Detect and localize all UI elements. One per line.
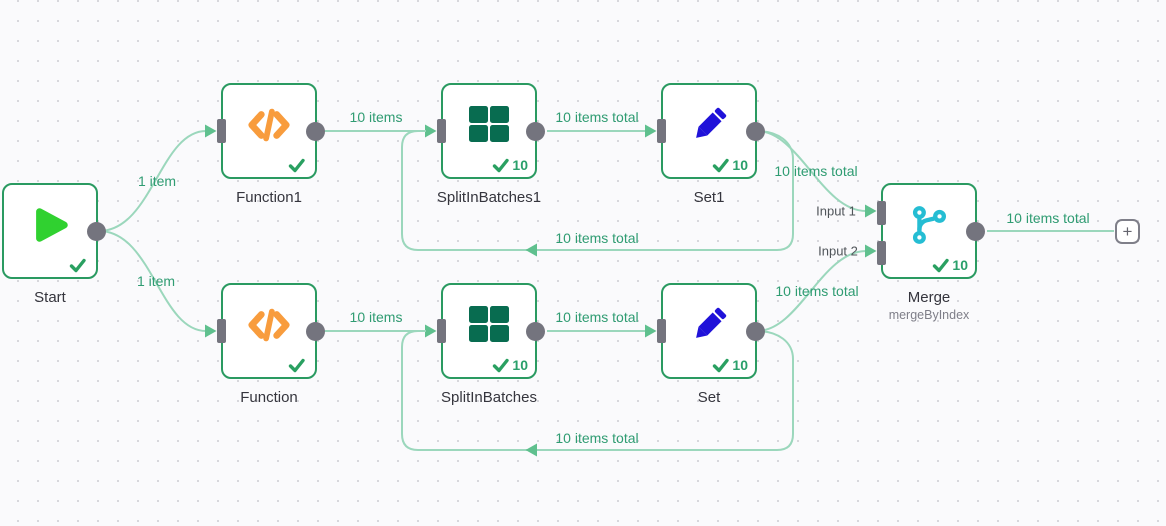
status-badge: 10 [492,357,528,373]
connection-label: 10 items total [555,109,639,125]
input-port[interactable] [657,319,666,343]
play-icon [36,208,68,243]
check-icon [288,158,305,173]
check-icon [713,358,730,372]
connection-label: 10 items total [775,283,859,299]
arrowhead [865,204,877,218]
code-icon [248,309,290,342]
output-port[interactable] [746,122,765,141]
node-function1[interactable]: Function1 [217,83,325,206]
arrowhead [425,324,437,338]
connection-label: 1 item [136,273,176,289]
connection-label: 1 item [137,173,177,189]
node-set1[interactable]: 10 Set1 [657,83,765,206]
connection-label: 10 items total [555,430,639,446]
check-icon [493,158,510,172]
grid-icon [469,306,509,343]
node-title: Start [34,289,66,306]
grid-icon [469,106,509,143]
check-icon [933,258,950,272]
node-title: SplitInBatches [441,389,537,406]
node-title: Set [697,389,721,406]
arrowhead [205,324,217,338]
connection-label: 10 items total [555,309,639,325]
arrowhead [865,244,877,258]
status-badge [69,258,89,273]
status-badge [288,358,308,373]
input-port-2[interactable] [877,241,886,265]
node-subtitle: mergeByIndex [888,308,970,322]
pencil-icon [696,308,727,339]
wire-set-merge [756,250,867,332]
check-icon [288,358,305,373]
wire-loop-top [401,130,794,251]
input-port[interactable] [217,119,226,143]
arrowhead [645,124,657,138]
node-title: Function [240,389,298,406]
status-badge: 10 [712,157,748,173]
status-badge: 10 [712,357,748,373]
node-title: SplitInBatches1 [436,189,542,206]
status-badge: 10 [492,157,528,173]
node-splitinbatches1[interactable]: 10 SplitInBatches1 [437,83,545,206]
arrowhead [525,243,537,257]
status-badge: 10 [932,257,968,273]
wire-start-function [98,230,207,332]
check-icon [69,258,86,273]
output-port[interactable] [526,122,545,141]
merge-input2-label: Input 2 [818,243,858,259]
output-port[interactable] [87,222,106,241]
node-splitinbatches[interactable]: 10 SplitInBatches [437,283,545,406]
check-icon [713,158,730,172]
output-port[interactable] [746,322,765,341]
merge-branch-icon [912,206,947,245]
check-icon [493,358,510,372]
pencil-icon [696,108,727,139]
connection-label: 10 items total [555,230,639,246]
input-port[interactable] [437,119,446,143]
node-set[interactable]: 10 Set [657,283,765,406]
arrowhead [205,124,217,138]
connection-label: 10 items total [774,163,858,179]
node-function[interactable]: Function [217,283,325,406]
arrowhead [525,443,537,457]
input-port[interactable] [657,119,666,143]
add-node-button[interactable]: + [1115,219,1140,244]
wire-set1-merge [756,130,867,212]
output-port[interactable] [526,322,545,341]
code-icon [248,109,290,142]
wire-loop-bottom [401,330,794,451]
input-port[interactable] [217,319,226,343]
node-merge[interactable]: 10 Merge mergeByIndex [877,183,985,322]
arrowhead [425,124,437,138]
node-title: Merge [907,289,951,306]
node-title: Set1 [693,189,725,206]
arrowhead [645,324,657,338]
status-badge [288,158,308,173]
node-start[interactable]: Start [2,183,106,306]
connection-label: 10 items [349,309,403,325]
output-port[interactable] [306,322,325,341]
output-port[interactable] [306,122,325,141]
input-port[interactable] [437,319,446,343]
output-port[interactable] [966,222,985,241]
node-title: Function1 [236,189,302,206]
input-port-1[interactable] [877,201,886,225]
merge-input1-label: Input 1 [816,203,856,219]
connection-label: 10 items [349,109,403,125]
plus-icon: + [1122,222,1133,241]
wire-start-function1 [98,130,207,232]
connection-label: 10 items total [1006,210,1090,226]
